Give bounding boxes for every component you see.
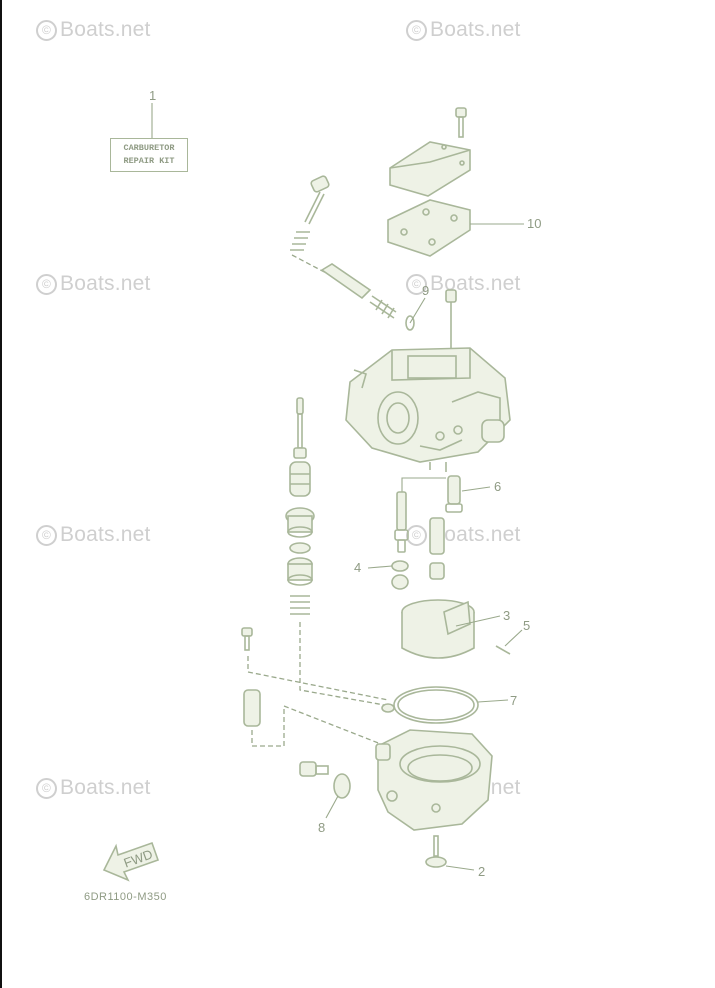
callout-7: 7 — [510, 693, 517, 708]
fwd-arrow-icon: FWD — [102, 841, 160, 882]
pilot-screw[interactable] — [320, 263, 415, 331]
washer-8[interactable] — [333, 773, 351, 799]
float-pin[interactable] — [495, 645, 511, 655]
leader-7 — [477, 699, 509, 703]
carburetor-body[interactable] — [345, 347, 511, 472]
leader-6 — [461, 486, 491, 492]
gasket-10[interactable] — [387, 199, 471, 257]
assembly-line — [247, 656, 389, 701]
pump-spring[interactable] — [290, 595, 310, 615]
callout-8: 8 — [318, 820, 325, 835]
needle-valve[interactable] — [445, 475, 463, 513]
small-oring[interactable] — [381, 703, 395, 713]
float-chamber-cover[interactable] — [389, 141, 471, 197]
assembly-line — [251, 705, 387, 747]
callout-6: 6 — [494, 479, 501, 494]
callout-3: 3 — [503, 608, 510, 623]
callout-4: 4 — [354, 560, 361, 575]
bottom-screw[interactable] — [425, 835, 447, 868]
kit-line1: CARBURETOR — [123, 143, 175, 153]
float-chamber[interactable] — [375, 729, 493, 831]
diagram-code: 6DR1100-M350 — [84, 891, 167, 903]
leader-9 — [409, 297, 426, 324]
pump-seal[interactable] — [289, 542, 311, 554]
callout-1: 1 — [149, 88, 156, 103]
callout-2: 2 — [478, 864, 485, 879]
main-nozzle[interactable] — [394, 491, 409, 553]
cover-screw[interactable] — [455, 107, 467, 138]
callout-9: 9 — [422, 283, 429, 298]
float-3[interactable] — [401, 599, 475, 659]
accel-pump-rod[interactable] — [293, 397, 307, 459]
pump-cap[interactable] — [285, 507, 315, 538]
pilot-jet-plug[interactable] — [445, 289, 457, 350]
watermark: ©Boats.net — [36, 18, 151, 42]
assembly-line — [299, 622, 391, 707]
leader-2 — [445, 865, 475, 871]
repair-kit-label[interactable]: CARBURETOR REPAIR KIT — [110, 138, 188, 172]
watermark: ©Boats.net — [406, 18, 521, 42]
watermark: ©Boats.net — [36, 272, 151, 296]
o-ring-4[interactable] — [391, 560, 409, 590]
chamber-gasket-7[interactable] — [393, 686, 479, 724]
plug-pin[interactable] — [243, 689, 261, 727]
callout-10: 10 — [527, 216, 541, 231]
leader-5 — [504, 629, 523, 647]
leader-jet-stack — [401, 477, 446, 492]
pump-diaphragm[interactable] — [289, 461, 311, 497]
throttle-stop-screw[interactable] — [290, 175, 330, 251]
callout-5: 5 — [523, 618, 530, 633]
watermark: ©Boats.net — [36, 776, 151, 800]
drain-bolt[interactable] — [299, 761, 329, 777]
watermark: ©Boats.net — [36, 523, 151, 547]
leader-4 — [367, 565, 393, 569]
pump-piston[interactable] — [287, 557, 313, 586]
kit-line2: REPAIR KIT — [123, 156, 175, 166]
watermark: ©Boats.net — [406, 523, 521, 547]
left-border — [0, 0, 2, 988]
leader-3 — [455, 615, 501, 627]
leader-8 — [325, 795, 339, 819]
drain-screw[interactable] — [241, 627, 253, 651]
main-jet[interactable] — [429, 517, 445, 580]
